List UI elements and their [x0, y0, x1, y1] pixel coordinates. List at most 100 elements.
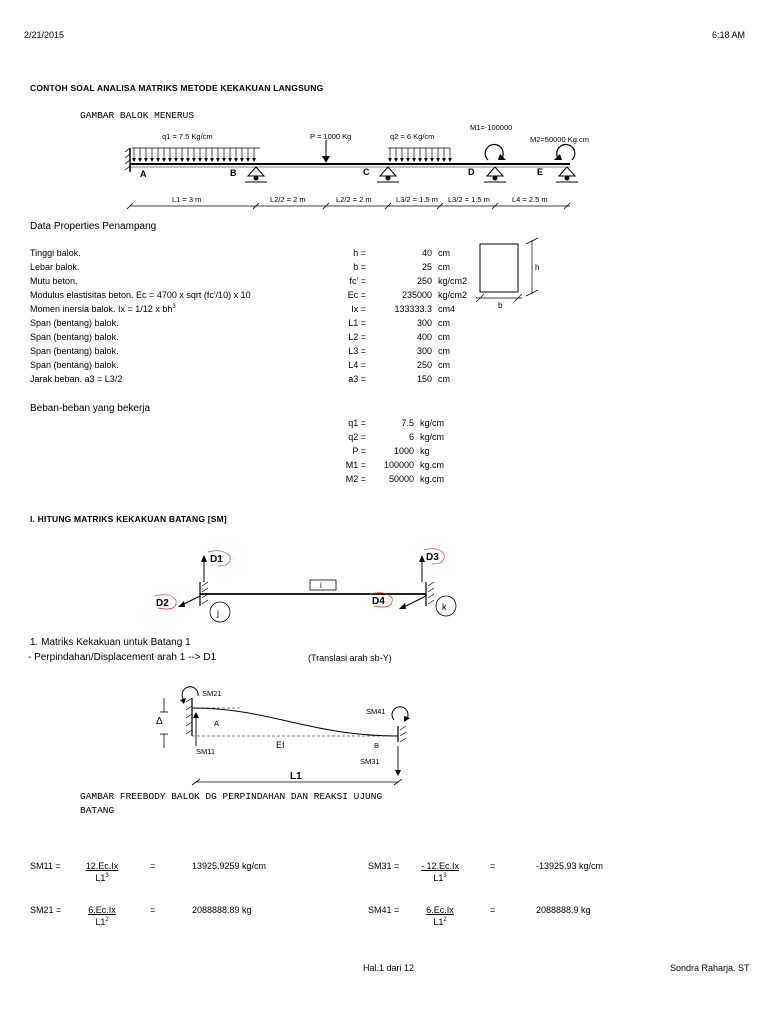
property-symbol: Ix = [351, 304, 366, 314]
ei-label: EI [276, 740, 285, 750]
page-title: CONTOH SOAL ANALISA MATRIKS METODE KEKAK… [30, 83, 324, 93]
m2-label: M2=50000 Kg.cm [530, 135, 589, 144]
load-value: 7.5 [401, 418, 414, 428]
load-value: 6 [408, 432, 414, 442]
equation-lhs: SM31 = [368, 861, 400, 871]
property-value: 25 [421, 262, 432, 272]
load-symbol: M1 = [345, 460, 366, 470]
fraction-power: 2 [443, 917, 447, 923]
node-d-label: D [468, 167, 475, 177]
property-value: 133333.3 [394, 304, 432, 314]
load-unit: kg.cm [420, 474, 445, 484]
property-unit: cm [438, 346, 450, 356]
property-superscript: 3 [172, 304, 176, 310]
property-label: Span (bentang) balok. [30, 360, 119, 370]
freebody-caption-1: GAMBAR FREEBODY BALOK DG PERPINDAHAN DAN… [80, 791, 383, 802]
delta-symbol: Δ [156, 716, 163, 727]
span-label-1: L1 = 3 m [172, 195, 201, 204]
property-value: 250 [416, 360, 432, 370]
q2-label: q2 = 6 Kg/cm [390, 132, 434, 141]
sm31-label: SM31 [360, 757, 380, 766]
print-time: 6:18 AM [712, 30, 746, 40]
d2-label: D2 [156, 598, 169, 609]
fraction-numerator: - 12.Ec.Ix [420, 861, 459, 871]
node-c-label: C [363, 167, 370, 177]
equation-lhs: SM41 = [368, 905, 400, 915]
q1-label: q1 = 7.5 Kg/cm [162, 132, 213, 141]
property-value: 150 [416, 374, 432, 384]
node-j-label: j [216, 608, 219, 618]
member-dof-diagram: D1 D2 D3 D4 i j k [153, 548, 457, 623]
fraction-numerator: 6.Ec.Ix [88, 905, 116, 915]
equation-lhs: SM11 = [30, 861, 61, 871]
load-symbol: q2 = [348, 432, 366, 442]
wall-right [425, 581, 435, 606]
freebody-diagram: SM21 SM41 SM11 SM31 A B EI Δ L1 [156, 686, 410, 786]
load-symbol: q1 = [348, 418, 366, 428]
point-load-p [322, 140, 330, 163]
batang1-note: (Translasi arah sb-Y) [308, 653, 392, 663]
fraction-power: 3 [105, 873, 109, 879]
property-symbol: L4 = [348, 360, 366, 370]
span-label-4: L3/2 = 1.5 m [396, 195, 438, 204]
roller-support-b [245, 166, 267, 183]
equals-sign: = [150, 905, 156, 915]
distributed-load-q1 [132, 147, 260, 162]
node-e-label: E [537, 167, 543, 177]
property-unit: cm4 [438, 304, 456, 314]
property-value: 300 [416, 318, 432, 328]
moment-m1-icon [484, 143, 504, 161]
property-value: 400 [416, 332, 432, 342]
pin-support-c [377, 166, 399, 183]
fraction-denominator: L1 [95, 917, 106, 927]
wall-left [199, 581, 209, 606]
property-unit: cm [438, 248, 450, 258]
member-i-label: i [320, 581, 322, 590]
property-unit: cm [438, 332, 450, 342]
property-value: 235000 [401, 290, 432, 300]
property-unit: cm [438, 374, 450, 384]
fraction-numerator: 12.Ec.Ix [85, 861, 119, 871]
property-label: Span (bentang) balok. [30, 346, 119, 356]
continuous-beam-diagram: q1 = 7.5 Kg/cm P = 1000 Kg q2 = 6 Kg/cm … [124, 123, 589, 210]
property-label: Span (bentang) balok. [30, 318, 119, 328]
cross-section-sketch: h b [475, 237, 539, 310]
node-a-label: A [140, 169, 147, 179]
fraction-power: 3 [443, 873, 447, 879]
node-b-label: B [230, 168, 237, 178]
property-value: 250 [416, 276, 432, 286]
fraction-denominator: L1 [95, 873, 106, 883]
property-unit: cm [438, 360, 450, 370]
loads-heading: Beban-beban yang bekerja [30, 403, 151, 414]
span-label-5: L3/2 = 1.5 m [448, 195, 490, 204]
point-b-label: B [374, 741, 379, 750]
property-symbol: h = [353, 248, 366, 258]
span-label-3: L2/2 = 2 m [336, 195, 372, 204]
point-a-label: A [214, 719, 219, 728]
sm11-label: SM11 [196, 747, 215, 756]
property-symbol: a3 = [348, 374, 366, 384]
property-symbol: L1 = [348, 318, 366, 328]
roller-support-d [484, 166, 506, 183]
batang1-heading: 1. Matriks Kekakuan untuk Batang 1 [30, 637, 191, 648]
property-unit: cm [438, 318, 450, 328]
roller-support-e [556, 166, 578, 183]
property-symbol: b = [353, 262, 366, 272]
equals-sign: = [150, 861, 156, 871]
node-k-label: k [442, 602, 447, 612]
property-symbol: fc' = [349, 276, 366, 286]
load-value: 100000 [383, 460, 414, 470]
d3-label: D3 [426, 552, 439, 563]
page-number: Hal.1 dari 12 [363, 963, 415, 973]
load-unit: kg [420, 446, 430, 456]
beam-caption: GAMBAR BALOK MENERUS [80, 110, 195, 121]
property-label: Momen inersia balok. Ix = 1/12 x bh3 [30, 304, 176, 314]
load-unit: kg.cm [420, 460, 445, 470]
property-symbol: Ec = [347, 290, 366, 300]
author: Sondra Raharja. ST [670, 963, 750, 973]
equals-sign: = [490, 905, 496, 915]
load-symbol: M2 = [345, 474, 366, 484]
